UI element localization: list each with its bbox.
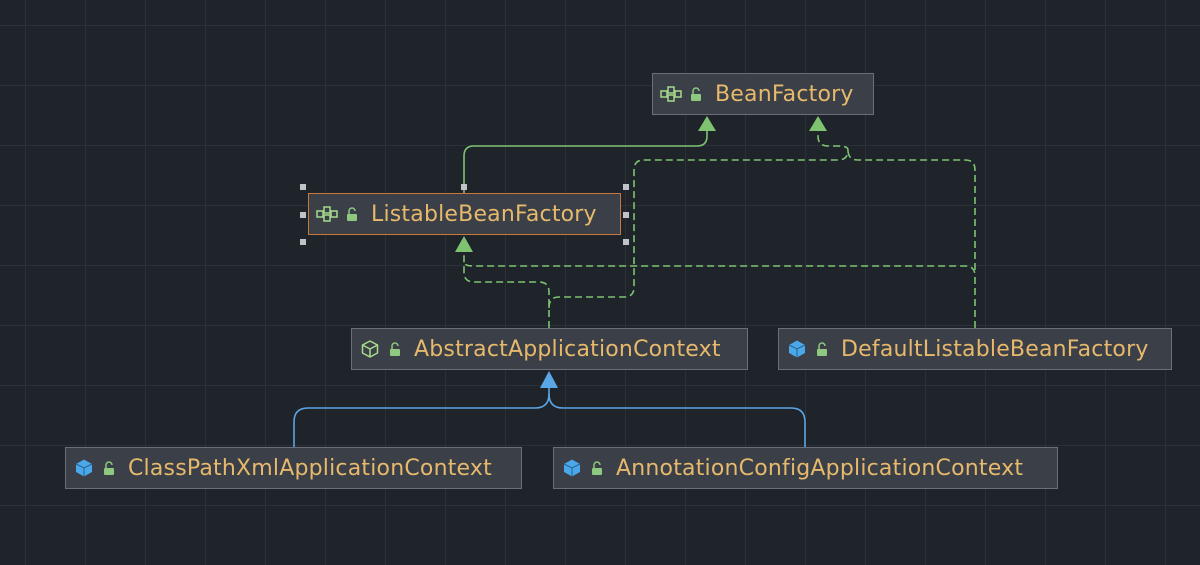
class-icon <box>73 457 95 479</box>
arrowhead-listable <box>455 236 473 252</box>
interface-icon <box>316 203 338 225</box>
selection-handle-middle-right[interactable] <box>623 212 629 218</box>
arrowhead-abstract <box>540 371 558 388</box>
public-icon <box>344 205 360 223</box>
public-icon <box>688 85 704 103</box>
selection-handle-bottom-right[interactable] <box>623 239 629 245</box>
public-icon <box>387 340 403 358</box>
edge-annotation-to-abstract[interactable] <box>548 393 806 447</box>
arrowhead-beanfactory-right <box>809 116 827 131</box>
node-classpathxmlapplicationcontext[interactable]: ClassPathXmlApplicationContext <box>65 447 522 489</box>
node-label: ClassPathXmlApplicationContext <box>128 455 492 481</box>
class-icon <box>786 338 808 360</box>
node-defaultlistablebeanfactory[interactable]: DefaultListableBeanFactory <box>778 328 1172 370</box>
selection-handle-top-middle[interactable] <box>461 184 467 190</box>
node-abstractapplicationcontext[interactable]: AbstractApplicationContext <box>351 328 748 370</box>
class-icon <box>561 457 583 479</box>
edge-listable-to-beanfactory[interactable] <box>463 128 708 193</box>
node-label: ListableBeanFactory <box>371 201 597 227</box>
node-label: BeanFactory <box>715 81 854 107</box>
selection-handle-middle-left[interactable] <box>300 212 306 218</box>
node-beanfactory[interactable]: BeanFactory <box>652 73 874 115</box>
edge-abstract-to-beanfactory[interactable] <box>548 128 849 309</box>
selection-handle-top-right[interactable] <box>623 184 629 190</box>
arrowhead-beanfactory-left <box>698 116 716 131</box>
node-label: AnnotationConfigApplicationContext <box>616 455 1024 481</box>
edge-default-to-listable[interactable] <box>463 261 976 328</box>
node-label: AbstractApplicationContext <box>414 336 721 362</box>
public-icon <box>101 459 117 477</box>
interface-icon <box>660 83 682 105</box>
edge-default-to-beanfactory[interactable] <box>847 149 976 270</box>
public-icon <box>814 340 830 358</box>
node-label: DefaultListableBeanFactory <box>841 336 1149 362</box>
public-icon <box>589 459 605 477</box>
selection-handle-top-left[interactable] <box>300 184 306 190</box>
abstract-class-icon <box>359 338 381 360</box>
edge-abstract-to-listable[interactable] <box>463 250 550 328</box>
selection-handle-bottom-left[interactable] <box>300 239 306 245</box>
node-annotationconfigapplicationcontext[interactable]: AnnotationConfigApplicationContext <box>553 447 1058 489</box>
node-listablebeanfactory[interactable]: ListableBeanFactory <box>308 193 621 235</box>
edge-classpath-to-abstract[interactable] <box>293 388 550 447</box>
